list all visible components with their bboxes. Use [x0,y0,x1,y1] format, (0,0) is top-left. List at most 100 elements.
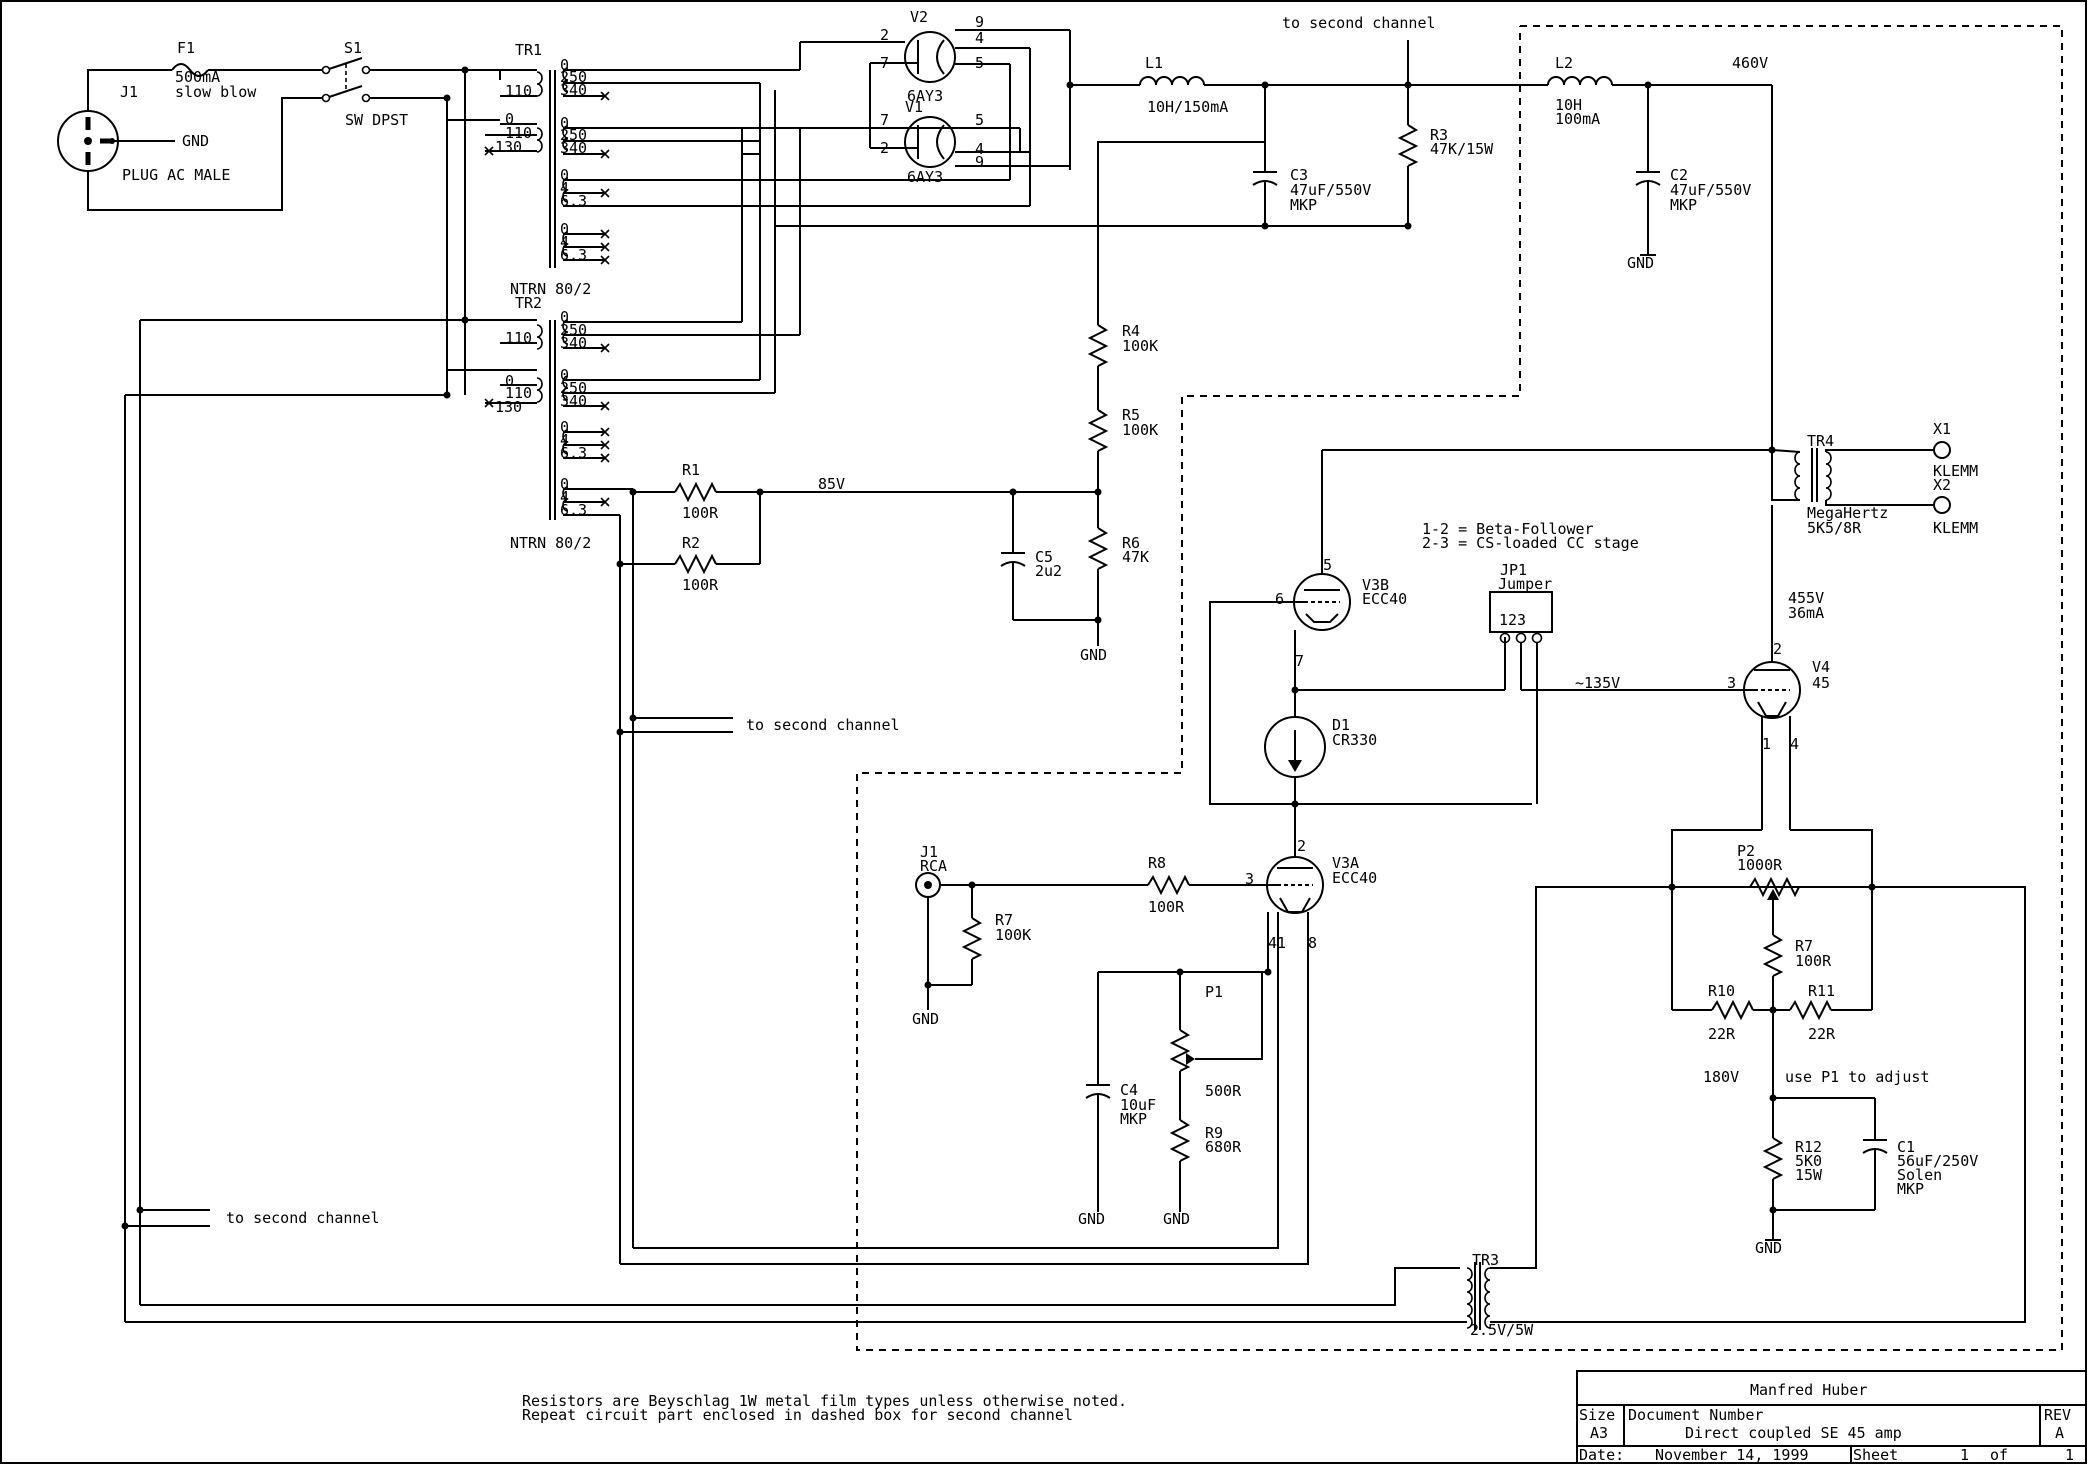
svg-text:November 14, 1999: November 14, 1999 [1655,1446,1809,1464]
svg-text:of: of [1990,1446,2008,1464]
svg-text:Size: Size [1579,1406,1615,1424]
svg-text:110: 110 [505,329,532,347]
svg-text:2: 2 [880,139,889,157]
svg-text:0: 0 [560,114,569,132]
svg-text:5: 5 [1323,556,1332,574]
svg-text:C3: C3 [1290,166,1308,184]
svg-text:22R: 22R [1708,1025,1736,1043]
svg-text:R11: R11 [1808,982,1835,1000]
potentiometer-p1[interactable] [1169,1029,1191,1072]
svg-text:Direct coupled SE 45 amp: Direct coupled SE 45 amp [1685,1424,1902,1442]
resistor-r9 [1169,1119,1191,1162]
svg-text:10H/150mA: 10H/150mA [1147,98,1228,116]
svg-text:0: 0 [560,220,569,238]
svg-text:340: 340 [560,334,587,352]
terminal-x1 [1933,441,1951,459]
svg-text:250: 250 [560,68,587,86]
svg-text:C4: C4 [1120,1081,1138,1099]
svg-text:L1: L1 [1145,54,1163,72]
svg-text:123: 123 [1499,611,1526,629]
svg-text:NTRN 80/2: NTRN 80/2 [510,280,591,298]
tube-v2 [904,31,956,83]
choke-l1 [1139,76,1205,86]
svg-text:100R: 100R [1795,952,1832,970]
svg-text:455V: 455V [1788,589,1824,607]
svg-text:1: 1 [1762,735,1771,753]
svg-text:460V: 460V [1732,54,1768,72]
svg-text:47K: 47K [1122,548,1149,566]
fuse-f1 [171,63,209,77]
potentiometer-p2[interactable] [1749,876,1800,898]
svg-text:0: 0 [560,366,569,384]
svg-text:0: 0 [560,475,569,493]
svg-text:CR330: CR330 [1332,731,1377,749]
svg-text:100R: 100R [1148,898,1185,916]
footer-notes: Resistors are Beyschlag 1W metal film ty… [522,1392,1127,1424]
svg-text:1000R: 1000R [1737,856,1783,874]
svg-text:100R: 100R [682,504,719,522]
svg-text:Resistors are Beyschlag 1W met: Resistors are Beyschlag 1W metal film ty… [522,1392,1127,1410]
svg-text:A3: A3 [1590,1424,1608,1442]
svg-text:KLEMM: KLEMM [1933,462,1978,480]
svg-text:0: 0 [560,166,569,184]
svg-text:10H: 10H [1555,96,1582,114]
svg-text:to second channel: to second channel [226,1209,380,1227]
svg-text:41: 41 [1268,934,1286,952]
svg-text:340: 340 [560,81,587,99]
svg-text:JP1: JP1 [1500,561,1527,579]
jumper-jp1[interactable] [1489,591,1553,633]
svg-text:X1: X1 [1933,420,1951,438]
svg-text:TR4: TR4 [1807,432,1834,450]
svg-text:V1: V1 [905,98,923,116]
svg-text:47K/15W: 47K/15W [1430,140,1494,158]
resistor-r4 [1087,324,1109,367]
svg-text:36mA: 36mA [1788,604,1824,622]
svg-text:GND: GND [1755,1239,1782,1257]
svg-text:4: 4 [560,431,569,449]
title-block: Manfred Huber Size A3 Document Number Di… [1576,1370,2087,1464]
channel-boundary-box [856,25,2063,1351]
svg-text:C5: C5 [1035,548,1053,566]
svg-text:GND: GND [182,132,209,150]
svg-text:L2: L2 [1555,54,1573,72]
resistor-r11 [1789,999,1832,1021]
transformer-tr4 [1794,448,1832,502]
svg-text:V4: V4 [1812,658,1830,676]
svg-text:110: 110 [505,82,532,100]
component-labels: J1 F1 500mA slow blow S1 SW DPST GND PLU… [120,8,1978,1339]
svg-text:5: 5 [975,54,984,72]
svg-text:R3: R3 [1430,126,1448,144]
svg-text:6.3: 6.3 [560,192,587,210]
svg-text:to second channel: to second channel [746,716,900,734]
svg-text:R8: R8 [1148,854,1166,872]
transformer-tr3 [1466,1262,1491,1330]
svg-text:250: 250 [560,126,587,144]
svg-text:100K: 100K [1122,337,1158,355]
svg-text:250: 250 [560,379,587,397]
svg-text:7: 7 [1295,652,1304,670]
svg-text:Manfred Huber: Manfred Huber [1750,1381,1867,1399]
svg-text:4: 4 [560,179,569,197]
svg-text:ECC40: ECC40 [1362,590,1407,608]
svg-text:85V: 85V [818,475,845,493]
svg-text:0: 0 [560,418,569,436]
svg-text:6.3: 6.3 [560,246,587,264]
svg-text:MKP: MKP [1120,1110,1147,1128]
svg-text:6AY3: 6AY3 [907,87,943,105]
svg-text:4: 4 [560,233,569,251]
svg-text:5: 5 [975,111,984,129]
resistor-r10 [1711,999,1754,1021]
svg-text:500mA: 500mA [175,68,220,86]
svg-text:R4: R4 [1122,322,1140,340]
svg-text:A: A [2055,1424,2064,1442]
svg-text:2.5V/5W: 2.5V/5W [1470,1321,1534,1339]
svg-text:10uF: 10uF [1120,1096,1156,1114]
svg-text:C2: C2 [1670,166,1688,184]
svg-text:9: 9 [975,13,984,31]
svg-text:3: 3 [1245,870,1254,888]
svg-text:6AY3: 6AY3 [907,168,943,186]
svg-text:6: 6 [1275,590,1284,608]
svg-text:TR2: TR2 [515,294,542,312]
svg-text:130: 130 [495,138,522,156]
svg-text:2u2: 2u2 [1035,562,1062,580]
